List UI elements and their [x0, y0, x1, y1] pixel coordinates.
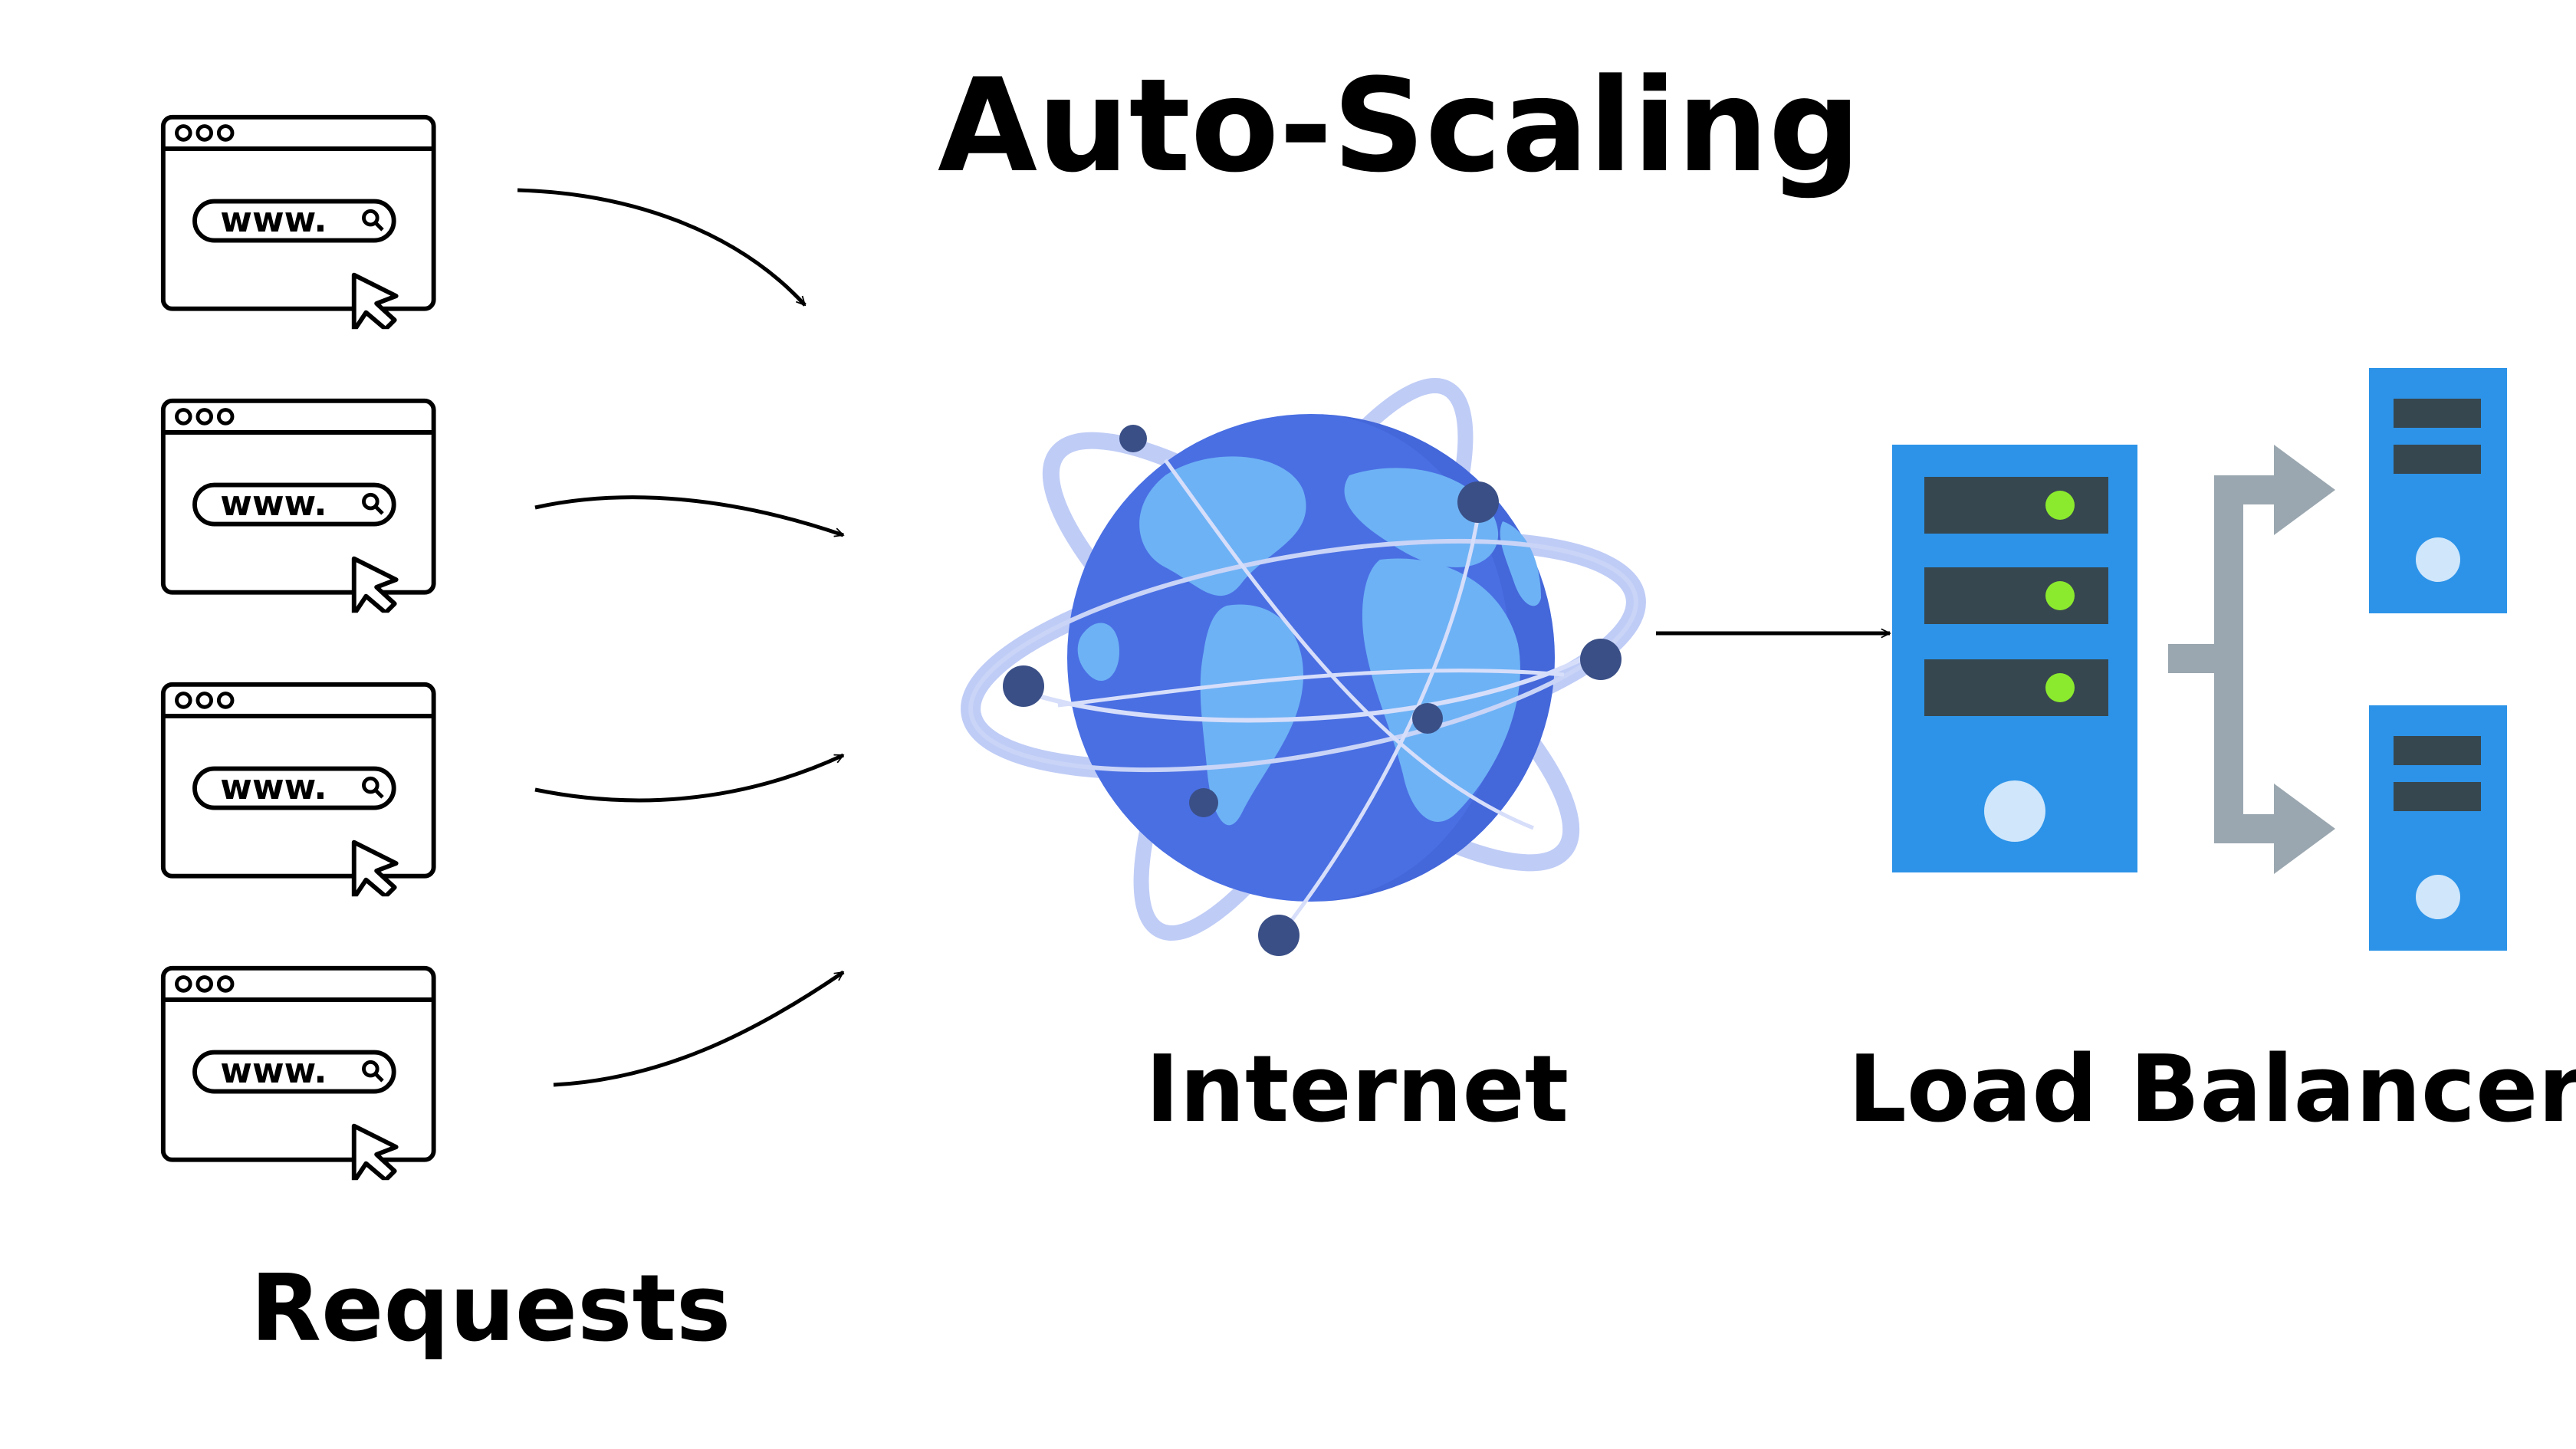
request-arrow-1 [517, 188, 807, 307]
request-browser-1: www. [163, 117, 434, 330]
url-bar-text: www. [220, 1050, 327, 1091]
globe-icon [961, 378, 1646, 956]
internet-label: Internet [1145, 1037, 1569, 1143]
server-icon-top [2369, 368, 2507, 613]
url-bar-text: www. [220, 483, 327, 524]
diagram-title: Auto-Scaling [938, 51, 1861, 201]
url-bar-text: www. [220, 767, 327, 807]
request-arrow-3 [534, 753, 843, 803]
request-browser-4: www. [163, 968, 434, 1181]
load-balancer-server-icon [1892, 445, 2137, 872]
request-arrow-2 [534, 495, 843, 535]
request-browser-2: www. [163, 401, 434, 614]
url-bar-text: www. [220, 199, 327, 240]
distribution-connector [2168, 445, 2335, 874]
requests-label: Requests [251, 1256, 731, 1362]
load-balancer-label: Load Balancer [1848, 1037, 2576, 1143]
server-icon-bottom [2369, 705, 2507, 951]
request-arrow-4 [553, 970, 843, 1087]
request-browser-3: www. [163, 685, 434, 898]
